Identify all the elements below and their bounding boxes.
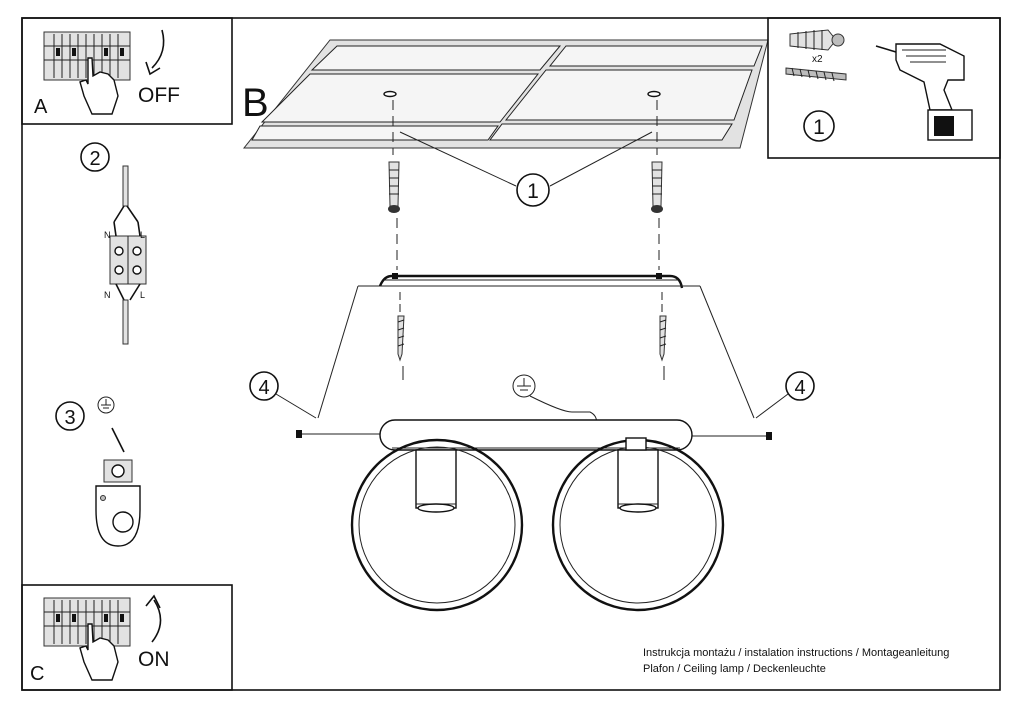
lamp-ring-left — [350, 438, 524, 612]
step-2-number: 2 — [89, 148, 100, 170]
tools-step-1-number: 1 — [813, 116, 825, 139]
hand-icon — [79, 623, 119, 681]
side-screw-left — [296, 430, 380, 438]
tools-panel-frame — [767, 17, 1001, 159]
breaker-box-icon — [43, 31, 131, 81]
panel-a: A OFF — [21, 17, 233, 125]
step-4-number-right: 4 — [794, 377, 805, 399]
footer-title: Instrukcja montażu / instalation instruc… — [643, 647, 949, 659]
screw-right — [659, 292, 667, 380]
lamp-ring-right — [551, 437, 725, 612]
neutral-bottom-label: N — [104, 290, 111, 300]
step-1-badge — [516, 173, 550, 207]
tools-panel: x2 1 — [767, 17, 1001, 159]
drill-icon — [875, 43, 973, 141]
panel-c: C ON — [21, 584, 233, 691]
wall-plug-left — [388, 161, 400, 213]
breaker-box-icon — [43, 597, 131, 647]
ground-icon — [512, 374, 536, 398]
terminal-block-diagram: 2 N L N L — [80, 142, 147, 345]
callout-4-right: 4 — [755, 371, 815, 419]
neutral-top-label: N — [104, 230, 111, 240]
sheet-border — [21, 17, 1001, 691]
spotlight-right — [617, 449, 659, 509]
footer-subtitle: Plafon / Ceiling lamp / Deckenleuchte — [643, 663, 826, 675]
step-2-badge — [80, 142, 110, 172]
panel-a-label: A — [34, 96, 48, 118]
screw-icon — [785, 67, 847, 82]
panel-c-frame — [21, 584, 233, 691]
dowel-quantity: x2 — [812, 54, 823, 65]
live-top-label: L — [140, 230, 145, 240]
callout-1: 1 — [399, 131, 653, 207]
step-3-number: 3 — [64, 407, 75, 429]
live-bottom-label: L — [140, 290, 145, 300]
side-screw-right — [692, 432, 772, 440]
step-4-number-left: 4 — [258, 377, 269, 399]
wall-plug-icon — [789, 29, 845, 51]
arrow-down-icon — [151, 29, 165, 69]
tools-step-1-badge — [803, 110, 835, 142]
mounting-bracket — [378, 273, 684, 289]
ceiling-plate — [242, 39, 769, 149]
arrow-up-icon — [151, 599, 162, 643]
ground-icon — [97, 396, 115, 414]
hand-icon — [79, 57, 119, 115]
spotlight-left — [415, 449, 457, 509]
off-label: OFF — [138, 84, 180, 107]
screw-left — [397, 292, 405, 380]
panel-b-label: B — [242, 81, 269, 125]
wall-plug-right — [651, 161, 663, 213]
on-label: ON — [138, 648, 170, 671]
earth-connection-diagram: 3 — [55, 396, 141, 547]
callout-4-left: 4 — [249, 371, 317, 419]
panel-c-label: C — [30, 663, 44, 685]
panel-a-frame — [21, 17, 233, 125]
step-1-number: 1 — [527, 180, 539, 203]
step-3-badge — [55, 401, 85, 431]
